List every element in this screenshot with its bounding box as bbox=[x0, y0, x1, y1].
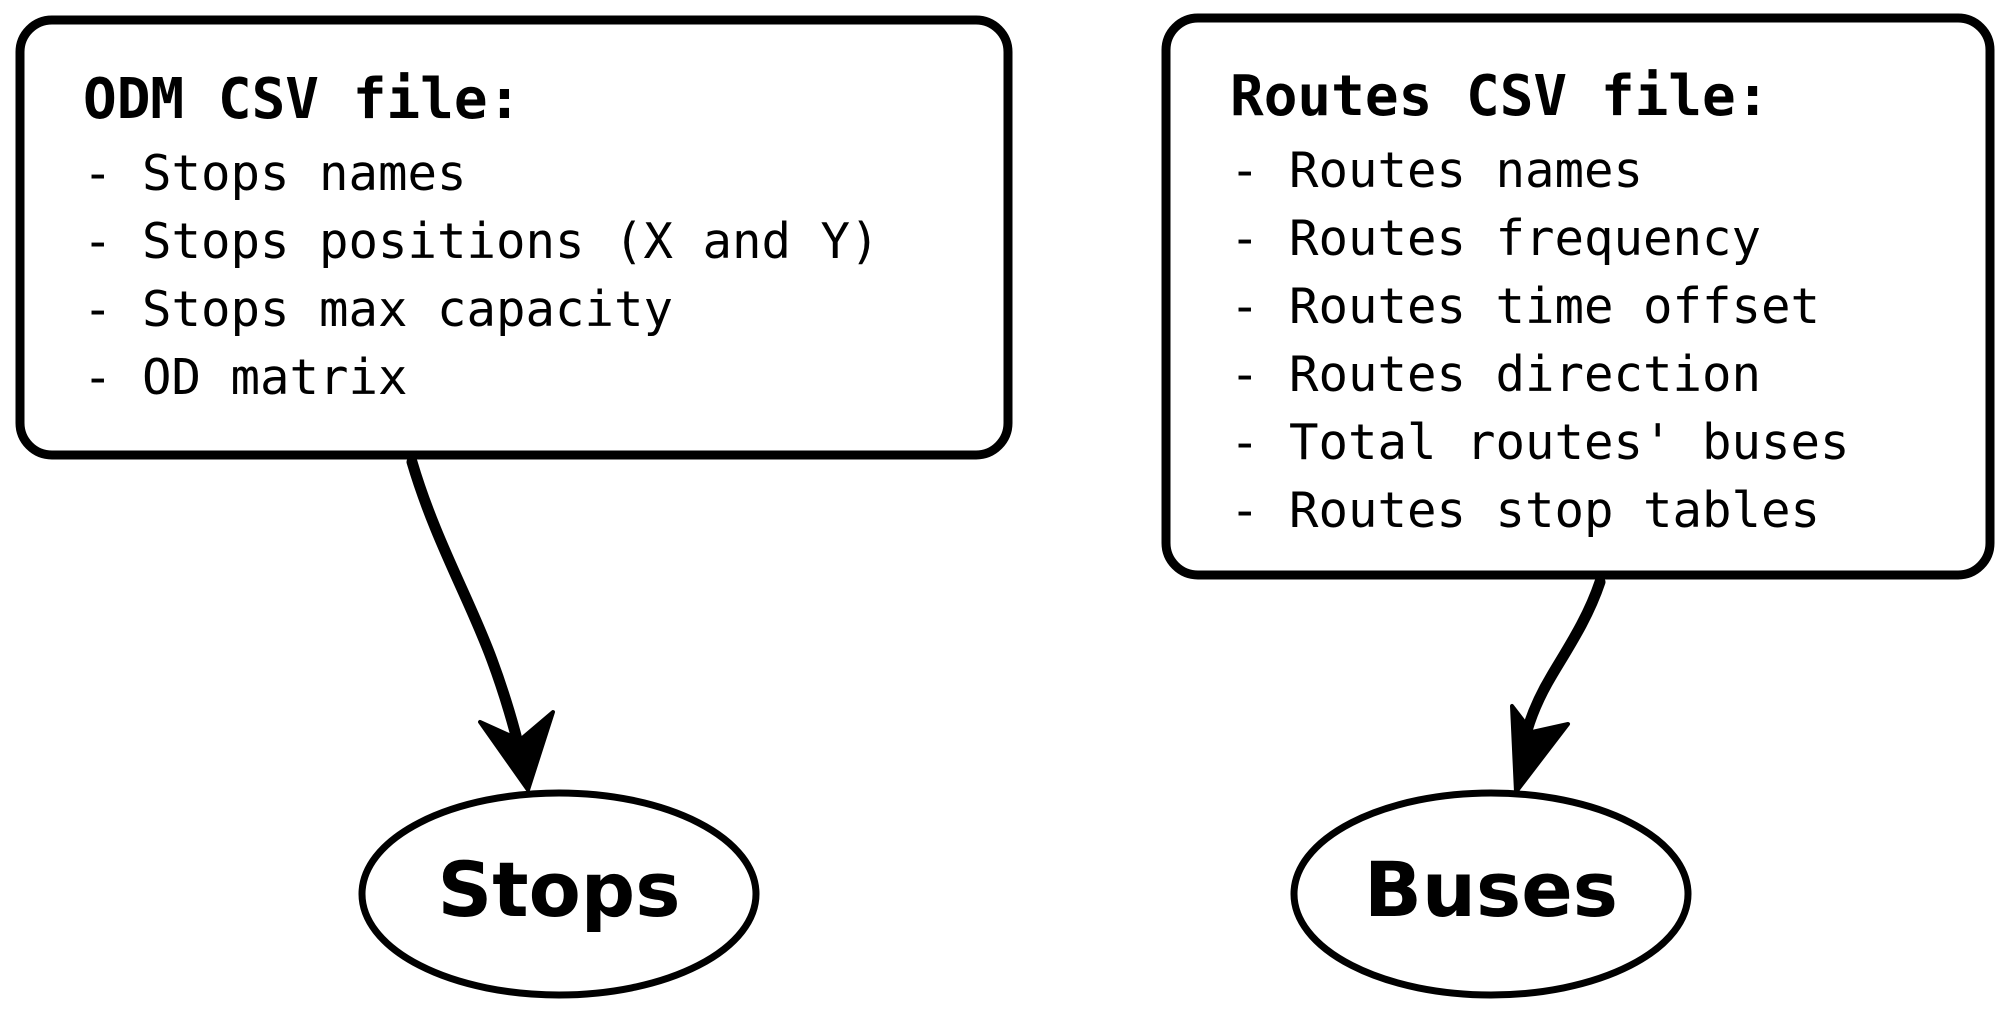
odm-csv-box: ODM CSV file: - Stops names - Stops posi… bbox=[15, 15, 1013, 460]
odm-csv-box-title: ODM CSV file: bbox=[83, 67, 521, 132]
stops-node-label: Stops bbox=[438, 845, 681, 934]
routes-csv-box-frame bbox=[1161, 13, 1995, 580]
odm-csv-item: - Stops positions (X and Y) bbox=[83, 213, 880, 270]
arrow-odm-to-stops bbox=[406, 456, 555, 792]
arrow-routes-to-buses-line bbox=[1519, 576, 1606, 744]
routes-csv-item: - Routes time offset bbox=[1230, 278, 1820, 335]
arrow-routes-to-buses-head bbox=[1510, 704, 1570, 794]
routes-csv-item: - Routes direction bbox=[1230, 346, 1761, 403]
buses-node: Buses bbox=[1290, 789, 1692, 999]
buses-node-ellipse bbox=[1290, 789, 1692, 999]
arrow-odm-to-stops-line bbox=[406, 456, 526, 758]
odm-csv-item: - Stops max capacity bbox=[83, 281, 673, 338]
arrow-odm-to-stops-head bbox=[478, 710, 555, 792]
buses-node-label: Buses bbox=[1364, 845, 1618, 934]
odm-csv-item: - Stops names bbox=[83, 145, 467, 202]
routes-csv-box-title: Routes CSV file: bbox=[1230, 64, 1769, 129]
routes-csv-item: - Total routes' buses bbox=[1230, 414, 1850, 471]
odm-csv-item: - OD matrix bbox=[83, 349, 408, 406]
routes-csv-item: - Routes stop tables bbox=[1230, 482, 1820, 539]
routes-csv-item: - Routes names bbox=[1230, 142, 1643, 199]
routes-csv-item: - Routes frequency bbox=[1230, 210, 1761, 267]
arrow-routes-to-buses bbox=[1510, 576, 1606, 794]
odm-csv-box-frame bbox=[15, 15, 1013, 460]
routes-csv-box: Routes CSV file: - Routes names - Routes… bbox=[1161, 13, 1995, 580]
stops-node: Stops bbox=[358, 789, 760, 999]
stops-node-ellipse bbox=[358, 789, 760, 999]
